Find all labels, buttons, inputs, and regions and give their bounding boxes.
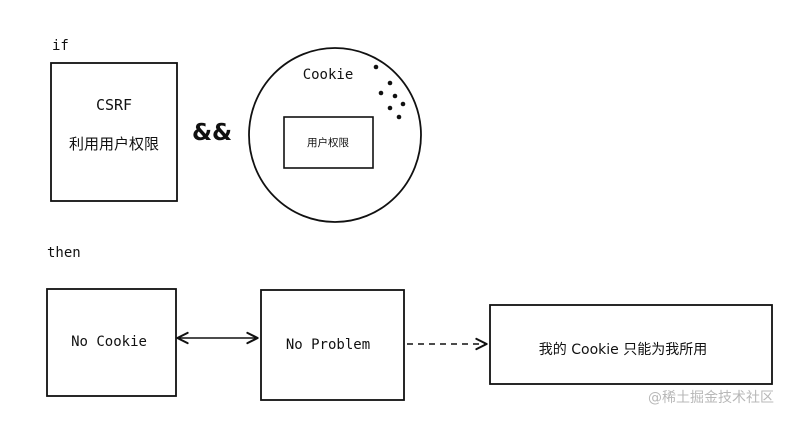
cookie-circle <box>248 47 422 223</box>
cookie-title: Cookie <box>303 67 354 83</box>
cookie-crumb <box>387 80 393 86</box>
cookie-crumb <box>400 101 406 107</box>
cookie-crumb <box>396 114 402 120</box>
no-cookie-box <box>46 288 177 397</box>
cookie-crumb <box>392 93 398 99</box>
no-problem-label: No Problem <box>286 337 370 353</box>
cookie-crumb <box>387 105 393 111</box>
csrf-box <box>50 62 178 202</box>
then-label: then <box>47 245 81 261</box>
and-operator: && <box>192 120 232 146</box>
user-permission-label: 用户权限 <box>307 136 349 149</box>
no-cookie-label: No Cookie <box>71 334 147 350</box>
no-problem-box <box>260 289 405 401</box>
result-box <box>489 304 773 385</box>
user-permission-inner-box <box>283 116 374 169</box>
watermark-text: @稀土掘金技术社区 <box>648 390 774 406</box>
result-label: 我的 Cookie 只能为我所用 <box>539 342 707 358</box>
cookie-crumb <box>373 64 379 70</box>
csrf-subtitle: 利用用户权限 <box>69 135 159 153</box>
cookie-crumbs <box>373 64 406 120</box>
if-label: if <box>52 38 69 54</box>
cookie-crumb <box>378 90 384 96</box>
csrf-title: CSRF <box>96 96 132 114</box>
